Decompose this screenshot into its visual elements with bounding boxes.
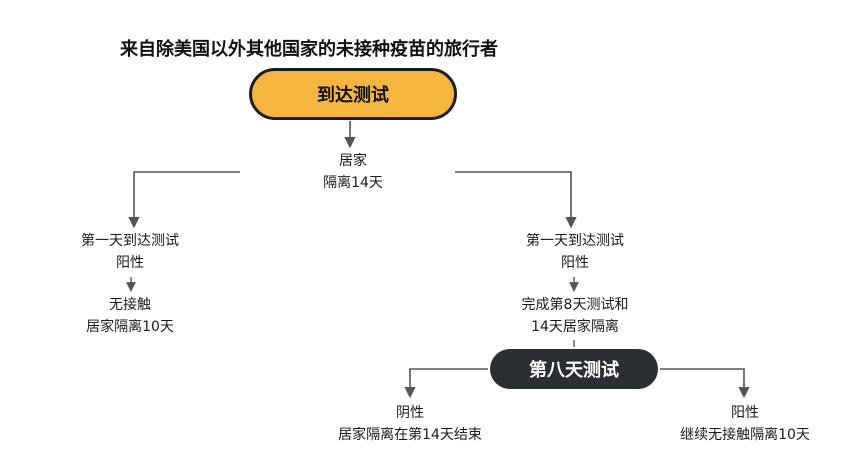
connector-day8-to-right-outcome bbox=[660, 368, 750, 399]
negative-outcome-node: 阴性 居家隔离在第14天结束 bbox=[305, 402, 515, 446]
left-day1-line1: 第一天到达测试 bbox=[81, 233, 179, 249]
connector-day8-to-left-outcome bbox=[404, 368, 488, 399]
left-no-contact-node: 无接触 居家隔离10天 bbox=[45, 294, 215, 338]
arrival-test-label: 到达测试 bbox=[317, 85, 389, 106]
right-followup-line1: 完成第8天测试和 bbox=[521, 297, 629, 313]
home-quarantine-line1: 居家 bbox=[339, 153, 367, 169]
day8-test-node: 第八天测试 bbox=[490, 349, 658, 389]
positive-outcome-node: 阳性 继续无接触隔离10天 bbox=[650, 402, 840, 446]
positive-outcome-line2: 继续无接触隔离10天 bbox=[680, 427, 810, 443]
connector-quarantine-to-left bbox=[128, 171, 240, 229]
positive-outcome-line1: 阳性 bbox=[731, 405, 759, 421]
negative-outcome-line2: 居家隔离在第14天结束 bbox=[338, 427, 482, 443]
right-day1-line2: 阳性 bbox=[561, 255, 589, 271]
negative-outcome-line1: 阴性 bbox=[396, 405, 424, 421]
left-day1-line2: 阳性 bbox=[116, 255, 144, 271]
right-followup-line2: 14天居家隔离 bbox=[531, 319, 619, 335]
right-day1-line1: 第一天到达测试 bbox=[526, 233, 624, 249]
diagram-heading: 来自除美国以外其他国家的未接种疫苗的旅行者 bbox=[120, 39, 498, 60]
day8-test-label: 第八天测试 bbox=[529, 360, 619, 381]
left-result-line1: 无接触 bbox=[109, 297, 151, 313]
arrival-test-node: 到达测试 bbox=[249, 68, 457, 120]
connector-quarantine-to-right bbox=[455, 171, 577, 229]
left-day1-positive-node: 第一天到达测试 阳性 bbox=[30, 230, 230, 274]
home-quarantine-14-node: 居家 隔离14天 bbox=[305, 150, 401, 194]
left-result-line2: 居家隔离10天 bbox=[86, 319, 174, 335]
right-day1-positive-node: 第一天到达测试 阳性 bbox=[475, 230, 675, 274]
right-followup-node: 完成第8天测试和 14天居家隔离 bbox=[480, 294, 670, 338]
home-quarantine-line2: 隔离14天 bbox=[323, 175, 383, 191]
